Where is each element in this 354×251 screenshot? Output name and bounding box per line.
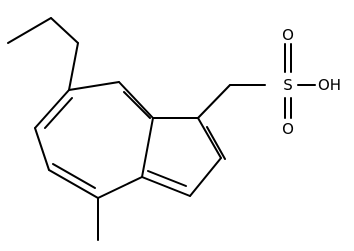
bond bbox=[97, 176, 143, 199]
atom-label-s: S bbox=[283, 76, 293, 94]
bond bbox=[147, 170, 187, 187]
bond bbox=[68, 81, 120, 91]
bond bbox=[34, 89, 70, 129]
bond bbox=[50, 17, 79, 44]
bond bbox=[44, 97, 73, 129]
bond bbox=[197, 84, 231, 119]
bond bbox=[7, 17, 52, 44]
bond bbox=[141, 117, 154, 178]
bond bbox=[68, 42, 79, 91]
bond bbox=[141, 176, 191, 197]
bond bbox=[48, 169, 99, 199]
bond bbox=[118, 81, 154, 119]
bond bbox=[123, 91, 151, 119]
bond bbox=[206, 126, 226, 160]
atom-label-o-top: O bbox=[282, 26, 294, 44]
bond bbox=[197, 117, 222, 159]
bond bbox=[189, 157, 222, 197]
atom-label-oh: OH bbox=[318, 76, 341, 94]
bond bbox=[34, 127, 50, 171]
atom-label-o-bottom: O bbox=[282, 120, 294, 138]
bond bbox=[52, 163, 96, 189]
